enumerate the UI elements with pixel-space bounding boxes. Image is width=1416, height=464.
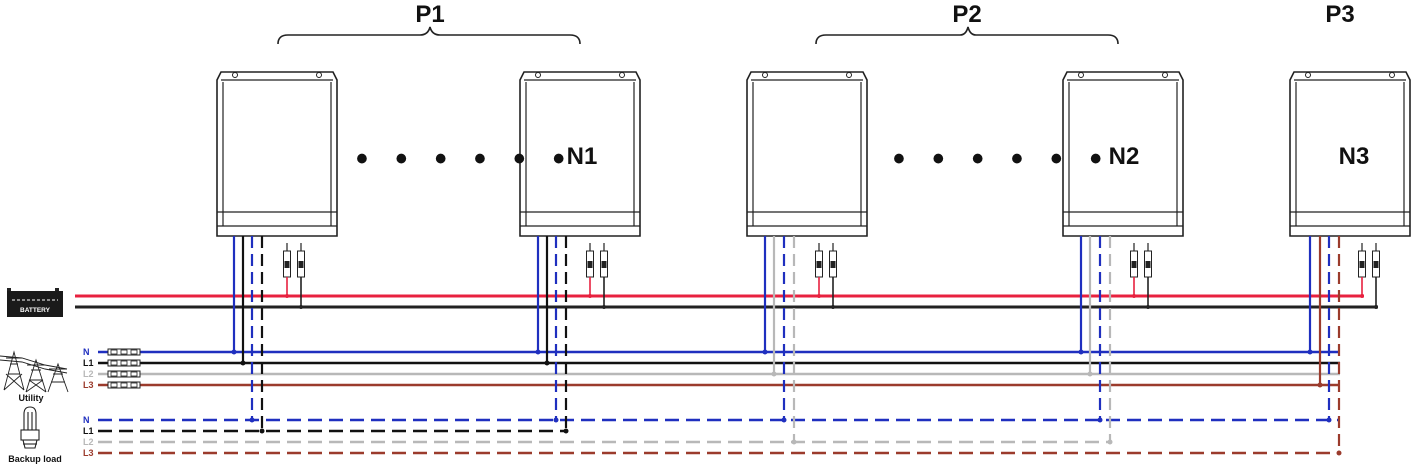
unit-label-n2: N2 — [1109, 143, 1140, 170]
utility-line-n-label: N — [83, 347, 90, 357]
unit-label-n3: N3 — [1339, 143, 1370, 170]
battery-fuses — [282, 242, 1381, 278]
inverter-p2-first — [746, 71, 868, 237]
backup-line-l1-label: L1 — [83, 426, 94, 436]
backup-line-l3-label: L3 — [83, 448, 94, 458]
inverter-ac-wiring — [232, 236, 1341, 453]
group-brace-p2 — [815, 26, 1119, 45]
group-brace-p1 — [277, 26, 581, 45]
backup-load-bulb-icon — [20, 406, 40, 449]
backup-load-bus — [98, 418, 1340, 455]
utility-line-l2-label: L2 — [83, 369, 94, 379]
unit-label-n1: N1 — [567, 143, 598, 170]
utility-label: Utility — [18, 393, 43, 403]
backup-line-n-label: N — [83, 415, 90, 425]
group-label-p1: P1 — [415, 1, 444, 28]
battery-drops — [285, 277, 1378, 309]
utility-line-l1-label: L1 — [83, 358, 94, 368]
utility-line-l3-label: L3 — [83, 380, 94, 390]
group-label-p2: P2 — [952, 1, 981, 28]
ellipsis-p1: • • • • • • — [356, 140, 574, 178]
ellipsis-p2: • • • • • • — [893, 140, 1111, 178]
utility-grid-icon — [0, 350, 69, 393]
utility-bus — [98, 350, 1340, 387]
group-label-p3: P3 — [1325, 1, 1354, 28]
backup-load-label: Backup load — [8, 454, 62, 464]
junction-dots — [231, 349, 1342, 456]
backup-line-l2-label: L2 — [83, 437, 94, 447]
inverter-p1-first — [216, 71, 338, 237]
battery-icon: BATTERY — [7, 288, 63, 317]
utility-breakers — [107, 348, 141, 389]
battery-label: BATTERY — [20, 307, 51, 314]
